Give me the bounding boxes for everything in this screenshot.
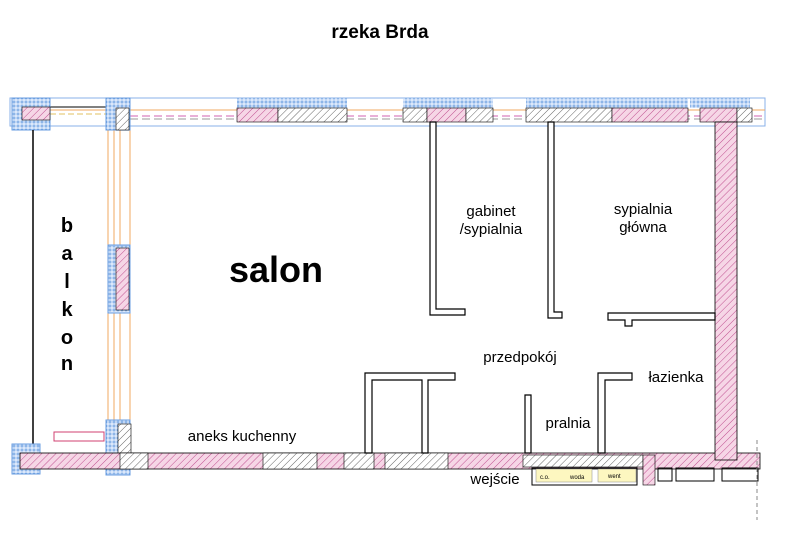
balcony-letter: o	[61, 327, 73, 349]
balcony-letter: k	[61, 299, 73, 321]
room-bathroom: łazienka	[648, 369, 704, 386]
plan-title: rzeka Brda	[331, 22, 429, 43]
entrance-label: wejście	[469, 471, 519, 488]
shaft-ventilation-label: went	[607, 474, 621, 480]
room-bedroom-line1: sypialnia	[614, 201, 673, 218]
room-study-line1: gabinet	[466, 203, 516, 220]
room-salon: salon	[229, 249, 323, 290]
balcony-letter: a	[61, 243, 73, 265]
room-kitchen: aneks kuchenny	[188, 428, 297, 445]
room-study-line2: /sypialnia	[460, 221, 523, 238]
room-laundry: pralnia	[545, 415, 591, 432]
interior-walls	[364, 121, 716, 454]
room-bedroom-line2: główna	[619, 219, 667, 236]
balcony	[11, 97, 105, 475]
top-wall	[9, 97, 766, 127]
window-column	[105, 97, 132, 476]
room-hall: przedpokój	[483, 349, 556, 366]
balcony-letter: n	[61, 353, 73, 375]
balcony-letter: b	[61, 215, 73, 237]
shaft-heating-label: c.o.	[540, 475, 550, 481]
balcony-letter: l	[64, 271, 70, 293]
shaft-water-label: woda	[569, 475, 585, 481]
right-wall	[714, 121, 738, 461]
bottom-wall	[19, 440, 761, 520]
balcony-label: b a l k o n	[61, 215, 74, 375]
